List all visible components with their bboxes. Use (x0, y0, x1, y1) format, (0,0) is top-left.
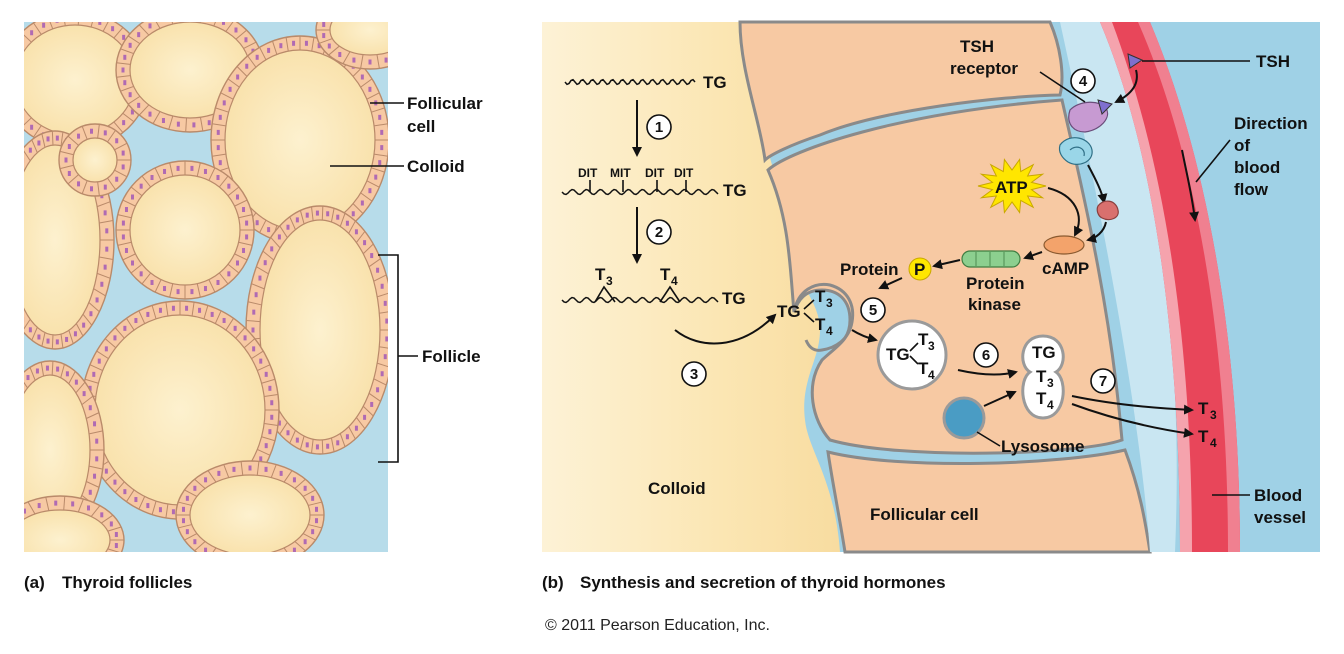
svg-text:vessel: vessel (1254, 508, 1306, 527)
svg-text:blood: blood (1234, 158, 1280, 177)
lysosome-label: Lysosome (1001, 437, 1084, 456)
svg-text:(b): (b) (542, 573, 564, 592)
svg-text:3: 3 (690, 366, 698, 383)
svg-text:6: 6 (982, 347, 990, 364)
tsh-label: TSH (1256, 52, 1290, 71)
svg-text:3: 3 (826, 296, 833, 310)
tg-chain-2: DIT MIT DIT DIT TG (561, 166, 747, 200)
svg-text:Thyroid follicles: Thyroid follicles (62, 573, 192, 592)
svg-text:T: T (1198, 399, 1209, 418)
phosphorylated-protein: Protein P (840, 257, 932, 281)
colloid-label-a: Colloid (407, 157, 465, 176)
step-1: 1 (646, 114, 672, 140)
tg-endocytosed: TG T 3 T 4 (777, 287, 833, 338)
follicular-cell-label-b: Follicular cell (870, 505, 979, 524)
follicular-cell-bottom (826, 448, 1152, 554)
panel-a-thyroid-follicles (24, 22, 388, 552)
step-5: 5 (860, 297, 886, 323)
panel-b-synthesis (542, 20, 1320, 554)
step-7: 7 (1090, 368, 1116, 394)
svg-text:4: 4 (1210, 436, 1217, 450)
step-6: 6 (973, 342, 999, 368)
svg-text:T: T (1198, 427, 1209, 446)
svg-text:kinase: kinase (968, 295, 1021, 314)
caption-b: (b) Synthesis and secretion of thyroid h… (542, 573, 946, 592)
follicular-cell-label: Follicular (407, 94, 483, 113)
step-3: 3 (681, 361, 707, 387)
svg-text:Direction: Direction (1234, 114, 1308, 133)
svg-text:TG: TG (886, 345, 910, 364)
svg-text:flow: flow (1234, 180, 1269, 199)
svg-text:T: T (918, 330, 929, 349)
svg-text:T: T (815, 287, 826, 306)
svg-text:4: 4 (1047, 398, 1054, 412)
svg-text:TG: TG (777, 302, 801, 321)
svg-text:T: T (918, 359, 929, 378)
svg-text:3: 3 (1047, 376, 1054, 390)
svg-text:5: 5 (869, 302, 877, 319)
svg-text:Synthesis and secretion of thy: Synthesis and secretion of thyroid hormo… (580, 573, 946, 592)
svg-text:Protein: Protein (966, 274, 1025, 293)
svg-text:P: P (914, 260, 925, 279)
svg-text:4: 4 (928, 368, 935, 382)
svg-text:3: 3 (1210, 408, 1217, 422)
step-2: 2 (646, 219, 672, 245)
follicle-label: Follicle (422, 347, 481, 366)
blood-vessel-label: Blood vessel (1212, 486, 1306, 527)
g-protein (1058, 137, 1093, 165)
copyright: © 2011 Pearson Education, Inc. (545, 617, 770, 634)
follicular-cell-label-line2: cell (407, 117, 435, 136)
t3-label-chain: T (595, 265, 606, 284)
tg-label-2: TG (723, 181, 747, 200)
tg-label-3: TG (722, 289, 746, 308)
t4-output: T 4 (1198, 427, 1217, 450)
atp-burst: ATP (977, 158, 1047, 214)
atp-label: ATP (995, 178, 1028, 197)
dit-label-2: DIT (645, 166, 665, 180)
tg-chain-1: TG (564, 73, 727, 92)
svg-text:TG: TG (1032, 343, 1056, 362)
svg-text:4: 4 (1079, 73, 1088, 90)
protein-kinase: Protein kinase (961, 250, 1025, 314)
tg-label-1: TG (703, 73, 727, 92)
svg-text:receptor: receptor (950, 59, 1018, 78)
follicular-cell-top (738, 20, 1064, 164)
tg-chain-3: T 3 T 4 TG (561, 265, 746, 308)
svg-text:T: T (1036, 389, 1047, 408)
t4-label-chain: T (660, 265, 671, 284)
adenylate-cyclase (1096, 200, 1119, 221)
step-4: 4 (1070, 68, 1096, 94)
tsh: TSH (1114, 52, 1290, 103)
dit-label-3: DIT (674, 166, 694, 180)
svg-text:3: 3 (606, 274, 613, 288)
camp: cAMP (1042, 235, 1089, 278)
svg-text:4: 4 (826, 324, 833, 338)
mit-label: MIT (610, 166, 631, 180)
lysosome: Lysosome (942, 390, 1084, 456)
tsh-receptor: TSH receptor (950, 37, 1113, 133)
svg-text:Blood: Blood (1254, 486, 1302, 505)
direction-of-blood-flow: Direction of blood flow (1181, 114, 1308, 222)
panel-a-labels: Follicular cell Colloid Follicle (330, 94, 483, 463)
svg-text:of: of (1234, 136, 1250, 155)
colloid-label-b: Colloid (648, 479, 706, 498)
svg-text:4: 4 (671, 274, 678, 288)
colloid-vesicle: TG T 3 T 4 (876, 319, 948, 391)
svg-text:(a): (a) (24, 573, 45, 592)
svg-text:7: 7 (1099, 373, 1107, 390)
svg-text:2: 2 (655, 224, 663, 241)
t3-output: T 3 (1198, 399, 1217, 422)
svg-text:T: T (1036, 367, 1047, 386)
svg-text:TSH: TSH (960, 37, 994, 56)
svg-text:1: 1 (655, 119, 663, 136)
caption-a: (a) Thyroid follicles (24, 573, 192, 592)
svg-text:T: T (815, 315, 826, 334)
fused-vesicle: TG T 3 T 4 (1021, 334, 1065, 420)
camp-label: cAMP (1042, 259, 1089, 278)
dit-label-1: DIT (578, 166, 598, 180)
protein-label: Protein (840, 260, 899, 279)
svg-text:3: 3 (928, 339, 935, 353)
